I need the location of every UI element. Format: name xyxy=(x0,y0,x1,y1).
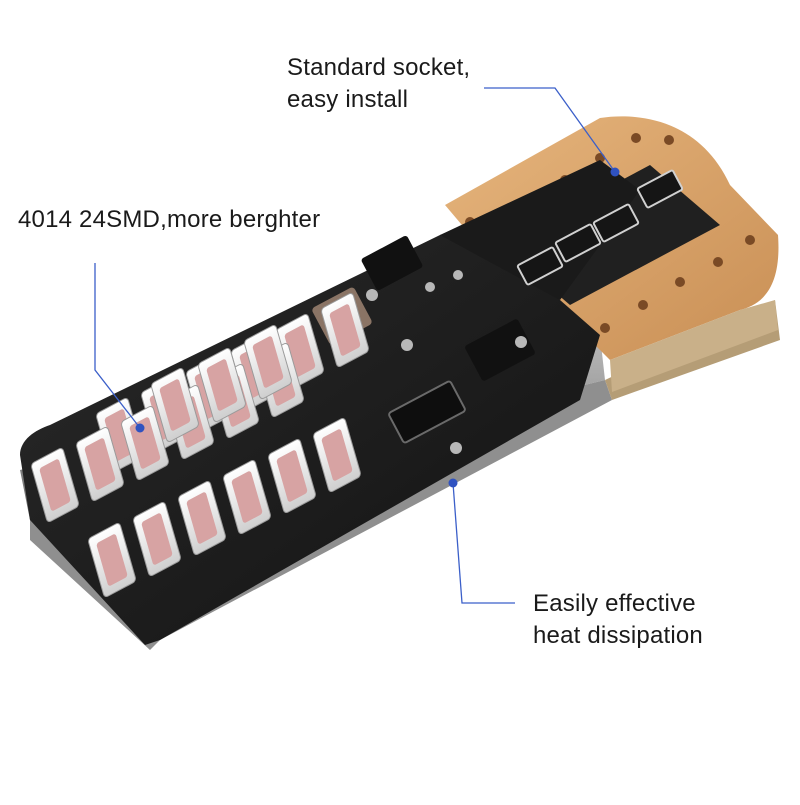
callout-smd-text: 4014 24SMD,more berghter xyxy=(18,204,320,236)
callout-socket-line-2: easy install xyxy=(287,86,409,113)
smd-led xyxy=(88,522,136,598)
smd-led xyxy=(313,417,361,493)
smd-led xyxy=(244,324,292,400)
smd-led xyxy=(198,347,246,423)
callout-socket-text: Standard socket, easy install xyxy=(287,52,470,116)
smd-led xyxy=(133,501,181,577)
callout-heat-leader xyxy=(448,478,515,604)
smd-led xyxy=(321,292,369,368)
callout-smd-line-1: 4014 24SMD,more berghter xyxy=(18,206,321,233)
callout-heat-line-1: Easily effective xyxy=(533,590,696,617)
callout-heat-line-2: heat dissipation xyxy=(533,622,703,649)
led-array xyxy=(31,292,369,598)
smd-led xyxy=(76,426,124,502)
callout-smd-leader xyxy=(94,263,145,433)
smd-led xyxy=(268,438,316,514)
callout-socket-line-1: Standard socket, xyxy=(287,54,471,81)
smd-led xyxy=(31,447,79,523)
callout-heat-text: Easily effective heat dissipation xyxy=(533,588,703,652)
smd-led xyxy=(223,459,271,535)
smd-led xyxy=(178,480,226,556)
callout-socket-leader xyxy=(484,87,620,177)
smd-led xyxy=(151,367,199,443)
